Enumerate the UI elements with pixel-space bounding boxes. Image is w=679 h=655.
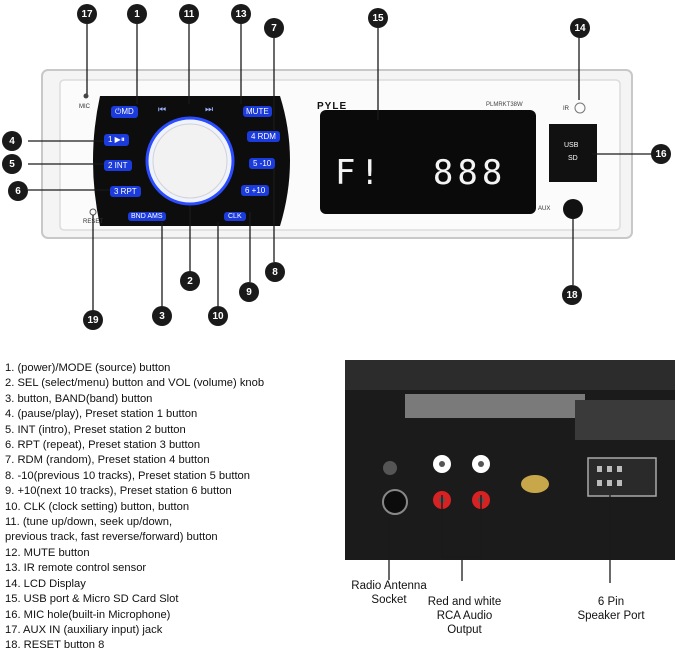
speaker-caption-line: Speaker Port (577, 610, 645, 622)
legend-item: 17. AUX IN (auxiliary input) jack (5, 623, 163, 636)
legend-item: 11. (tune up/down, seek up/down, (5, 516, 173, 529)
legend-item: 5. INT (intro), Preset station 2 button (5, 423, 186, 436)
callout-13: 13 (231, 4, 251, 24)
speaker-caption-line: 6 Pin (597, 596, 625, 608)
legend-item: 18. RESET button 8 (5, 639, 105, 652)
callout-5: 5 (2, 154, 22, 174)
callout-10: 10 (208, 306, 228, 326)
sd-label: SD (568, 155, 578, 162)
rca-caption-line: RCA Audio (436, 610, 493, 622)
legend-item: 12. MUTE button (5, 546, 90, 559)
legend-item: 1. (power)/MODE (source) button (5, 362, 171, 374)
front-panel-diagram (28, 24, 652, 310)
legend-item: 3. button, BAND(band) button (5, 392, 153, 405)
lcd-display: F! 888 (335, 153, 507, 193)
legend-item: 4. (pause/play), Preset station 1 button (5, 408, 198, 421)
aux-label: AUX (538, 206, 551, 212)
legend-item: 9. +10(next 10 tracks), Preset station 6… (5, 485, 232, 498)
legend-item: 13. IR remote control sensor (5, 562, 147, 575)
reset-label: RESET (83, 219, 104, 225)
legend-list: 1. (power)/MODE (source) button 2. SEL (… (5, 361, 350, 654)
antenna-caption-line: Radio Antenna (351, 580, 427, 592)
callout-11: 11 (179, 4, 199, 24)
callout-18: 18 (562, 285, 582, 305)
legend-item: 16. MIC hole(built-in Microphone) (5, 608, 171, 621)
antenna-caption-line: Socket (371, 594, 407, 606)
brand-logo: PYLE (317, 101, 348, 112)
antenna-caption: Radio Antenna Socket (337, 579, 441, 607)
prev-button[interactable]: ⏮ (158, 104, 167, 114)
mode-button[interactable]: ⏻MD (111, 106, 138, 118)
preset-3-button[interactable]: 3 RPT (110, 186, 141, 197)
speaker-caption: 6 Pin Speaker Port (566, 595, 656, 623)
rca-caption-line: Red and white (427, 596, 502, 608)
mic-label: MIC (79, 104, 90, 110)
legend-item: previous track, fast reverse/forward) bu… (5, 531, 218, 544)
model-number: PLMRKT38W (486, 102, 523, 108)
callout-16: 16 (651, 144, 671, 164)
rear-panel-photo (345, 360, 675, 560)
band-button[interactable]: BND AMS (128, 212, 166, 221)
rca-caption-line: Output (447, 624, 482, 636)
callout-17: 17 (77, 4, 97, 24)
preset-2-button[interactable]: 2 INT (104, 160, 132, 171)
preset-4-button[interactable]: 4 RDM (247, 131, 280, 142)
preset-1-button[interactable]: 1 ▶⏸ (104, 134, 129, 146)
callout-8: 8 (265, 262, 285, 282)
legend-item: 15. USB port & Micro SD Card Slot (5, 593, 179, 606)
legend-item: 14. LCD Display (5, 577, 86, 590)
legend-item: 6. RPT (repeat), Preset station 3 button (5, 439, 201, 452)
callout-7: 7 (264, 18, 284, 38)
preset-6-button[interactable]: 6 +10 (241, 185, 270, 196)
rear-leader-lines (388, 495, 611, 583)
legend-item: 2. SEL (select/menu) button and VOL (vol… (5, 377, 265, 390)
callout-19: 19 (83, 310, 103, 330)
rca-caption: Red and white RCA Audio Output (412, 595, 517, 637)
callout-9: 9 (239, 282, 259, 302)
callout-3: 3 (152, 306, 172, 326)
usb-label: USB (564, 142, 579, 149)
legend-item: 8. -10(previous 10 tracks), Preset stati… (5, 469, 251, 482)
legend-item: 7. RDM (random), Preset station 4 button (5, 454, 210, 467)
legend-item: 10. CLK (clock setting) button, button (5, 500, 190, 513)
callout-6: 6 (8, 181, 28, 201)
mute-button[interactable]: MUTE (243, 106, 272, 117)
callout-14: 14 (570, 18, 590, 38)
clock-button[interactable]: CLK (224, 212, 246, 221)
ir-label: IR (563, 106, 569, 112)
callout-2: 2 (180, 271, 200, 291)
next-button[interactable]: ⏭ (205, 104, 214, 114)
callout-1: 1 (127, 4, 147, 24)
callout-15: 15 (368, 8, 388, 28)
callout-4: 4 (2, 131, 22, 151)
preset-5-button[interactable]: 5 -10 (249, 158, 276, 169)
